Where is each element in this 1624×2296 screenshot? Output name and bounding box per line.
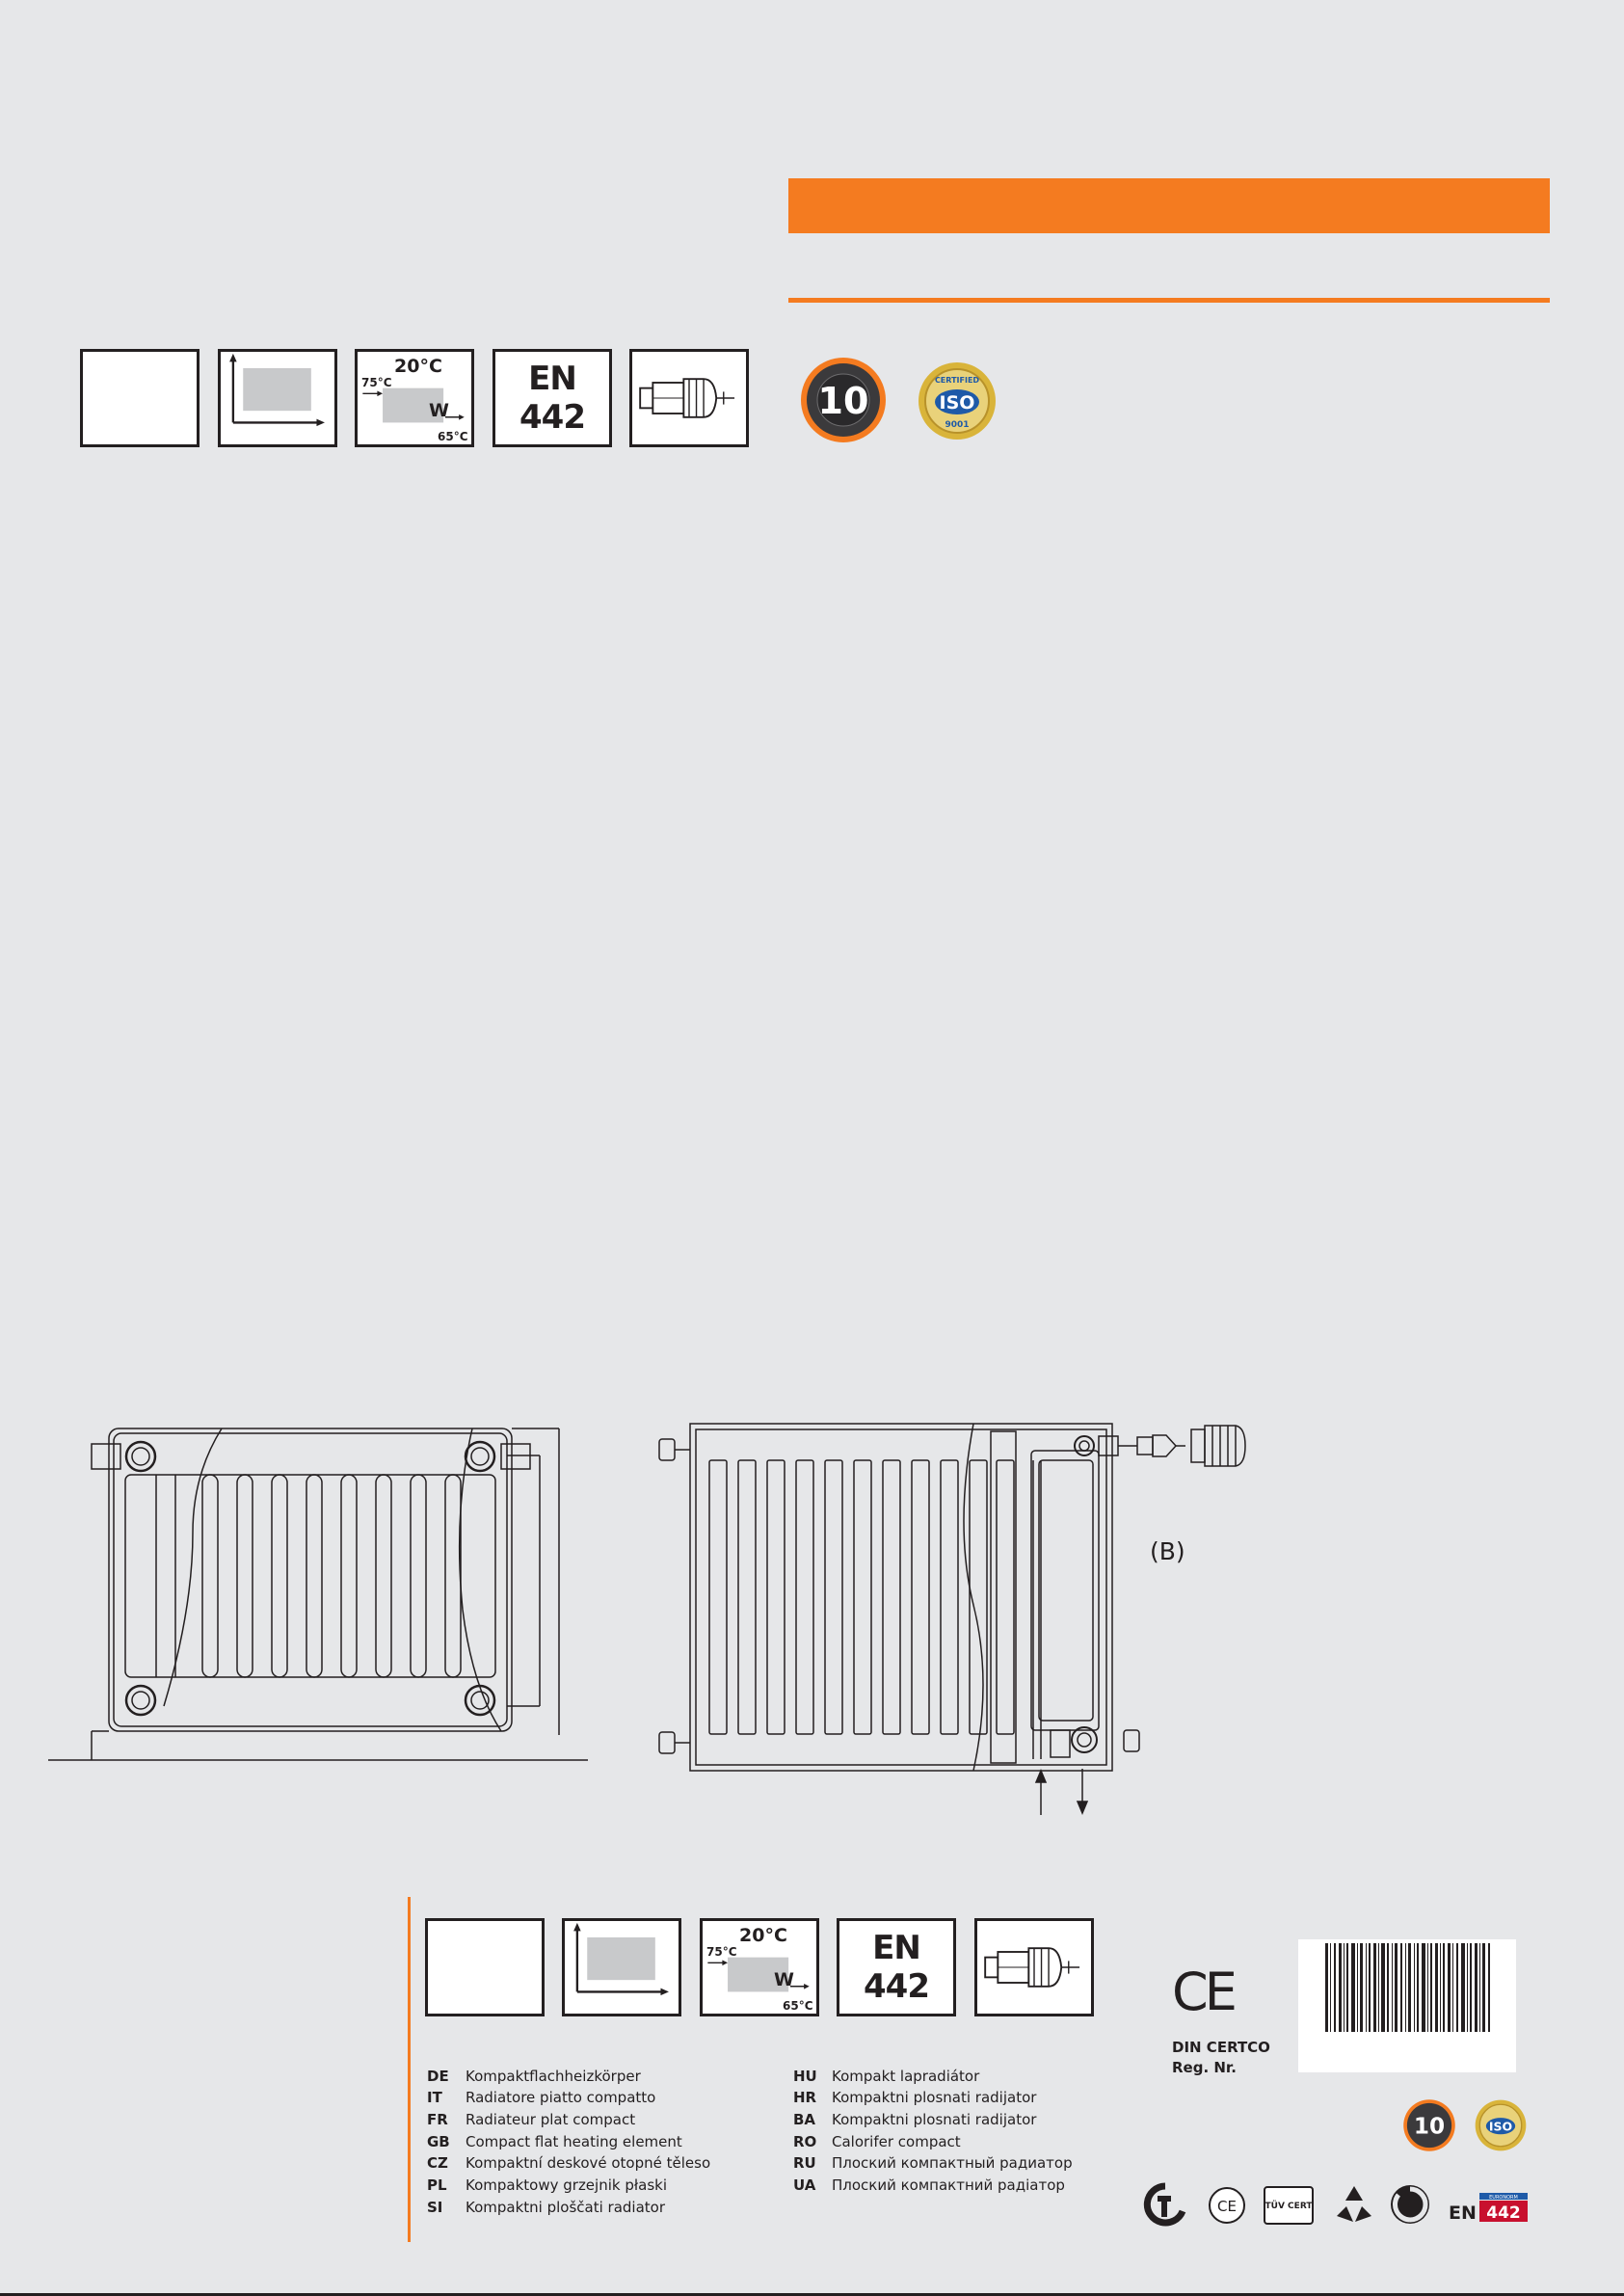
ce-circle-icon: CE [1208,2186,1246,2225]
blank-icon-box-bottom [425,1918,545,2016]
en442-standard-icon: EN 442 [493,349,612,447]
room-temp-label-bottom: 20°C [739,1925,787,1946]
blank-icon-box [80,349,200,447]
power-unit-label-bottom: W [774,1969,794,1990]
barcode [1298,1939,1516,2072]
return-temp-label: 65°C [438,430,468,443]
green-dot-icon [1389,2183,1431,2226]
iso-badge-small: ISO [1475,2099,1527,2151]
iso-label: ISO [940,392,975,414]
barcode-bars [1325,1943,1490,2032]
warranty-10-badge-small: 10 [1402,2098,1456,2152]
orange-header-bar [788,178,1550,233]
en-prefix: EN [1449,2203,1477,2224]
en442-euronorm-logo: EN EURONORM 442 [1445,2189,1530,2224]
warranty-number: 10 [818,380,869,422]
heat-output-icon-bottom: 20°C 75°C W 65°C [700,1918,819,2016]
return-temp-label-bottom: 65°C [783,1999,813,2013]
tuv-label: TÜV CERT [1265,2201,1314,2211]
iso-top-label: CERTIFIED [935,376,979,385]
en-number: 442 [1486,2203,1521,2223]
radiator-side-view-drawing [646,1412,1272,1817]
flow-temp-label-bottom: 75°C [706,1945,737,1959]
en442-standard-icon-bottom: EN 442 [837,1918,956,2016]
recycling-icon [1333,2183,1375,2226]
thermostat-valve-icon-bottom [974,1918,1094,2016]
pct-certification-icon [1140,2182,1190,2227]
room-temp-label: 20°C [394,356,442,377]
bottom-border [0,2293,1624,2296]
flow-temp-label: 75°C [361,376,392,389]
warranty-number-small: 10 [1414,2115,1445,2140]
en442-label: EN 442 [519,360,586,437]
heat-output-icon: 20°C 75°C W 65°C [355,349,474,447]
tuv-cert-icon: TÜV CERT [1263,2185,1315,2226]
iso-9001-badge: ISO CERTIFIED 9001 [918,361,997,441]
dimensions-icon [218,349,337,447]
ce-small-text: CE [1217,2198,1237,2215]
thermostat-valve-icon [629,349,749,447]
din-certco-line2: Reg. Nr. [1172,2059,1237,2076]
en442-label-bottom: EN 442 [864,1929,930,2006]
orange-vertical-divider [408,1897,411,2242]
warranty-10-badge: 10 [799,356,888,444]
orange-divider [788,298,1550,303]
din-certco-label: DIN CERTCO Reg. Nr. [1172,2038,1270,2078]
iso-bottom-label: 9001 [945,420,969,430]
euronorm-label: EURONORM [1489,2195,1518,2201]
iso-label-small: ISO [1489,2119,1512,2133]
power-unit-label: W [429,400,449,421]
dimensions-icon-bottom [562,1918,681,2016]
din-certco-line1: DIN CERTCO [1172,2039,1270,2056]
ce-mark: CE [1172,1962,1238,2022]
radiator-front-view-drawing [48,1417,598,1764]
connection-label: (B) [1150,1537,1185,1565]
